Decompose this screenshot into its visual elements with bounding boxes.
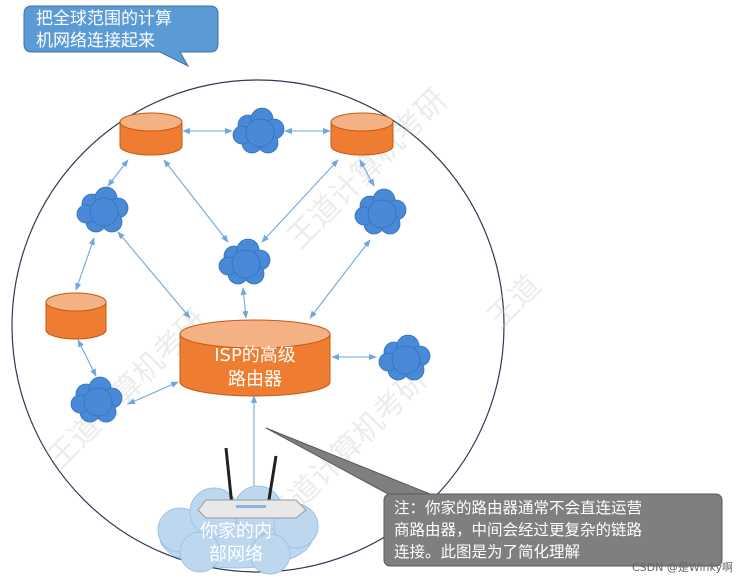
note-line3: 连接。此图是为了简化理解: [394, 543, 581, 561]
cloud-center: [218, 238, 271, 285]
router-mid-left: [45, 292, 107, 340]
isp-router-line1: ISP的高级: [214, 345, 296, 366]
router-top-right: [330, 112, 394, 156]
home-network-line2: 部网络: [209, 544, 263, 565]
home-network-line1: 你家的内: [200, 521, 272, 542]
cloud-isp-right: [378, 334, 431, 381]
home-network-label: 你家的内 部网络: [176, 520, 296, 566]
link: [127, 381, 179, 405]
links: [75, 127, 377, 501]
note-text: 注：你家的路由器通常不会直连运营 商路由器，中间会经过更复杂的链路 连接。此图是…: [394, 497, 642, 563]
note-line2: 商路由器，中间会经过更复杂的链路: [394, 521, 643, 539]
link: [77, 339, 97, 377]
link: [163, 159, 229, 243]
callout-top: [23, 5, 219, 68]
watermark: 王道计算机考研 王道计算机考研 王道计算机考研 王道: [41, 82, 548, 535]
router-top-left: [119, 112, 183, 156]
link: [240, 287, 249, 319]
note-line1: 注：你家的路由器通常不会直连运营: [394, 499, 643, 517]
link: [359, 159, 375, 187]
isp-router-label: ISP的高级 路由器: [180, 344, 330, 392]
link: [117, 231, 191, 319]
home-network-cloud: [157, 485, 319, 575]
callout-top-line2: 机网络连接起来: [36, 31, 155, 51]
home-router-icon: [197, 447, 307, 519]
link: [309, 239, 371, 319]
callout-top-line1: 把全球范围的计算: [36, 9, 172, 29]
note-callout: [265, 427, 723, 567]
callout-top-text: 把全球范围的计算 机网络连接起来: [36, 8, 172, 52]
internet-boundary: [11, 79, 505, 573]
link: [107, 159, 129, 187]
link: [261, 159, 339, 243]
isp-router: [179, 319, 331, 397]
cloud-left: [76, 186, 129, 233]
csdn-credit: CSDN @是Winky啊: [631, 561, 733, 574]
cloud-top-center: [232, 107, 285, 154]
isp-router-line2: 路由器: [228, 369, 282, 390]
link: [75, 237, 95, 291]
svg-text:王道: 王道: [481, 268, 548, 335]
